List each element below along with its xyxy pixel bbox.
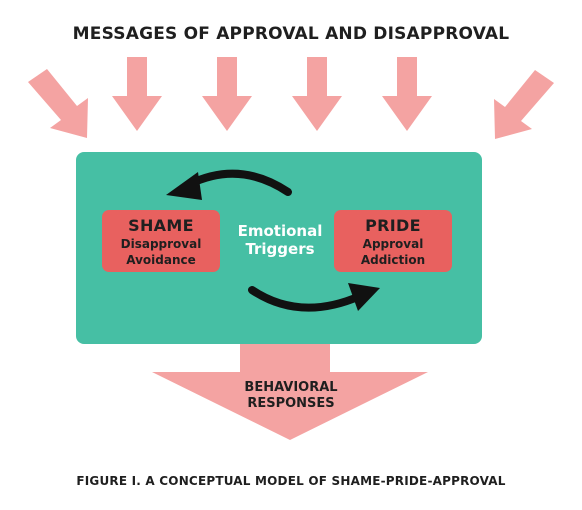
shame-line-2: Avoidance [126,253,196,267]
shame-box: SHAME Disapproval Avoidance [102,210,220,272]
incoming-arrow-2 [112,57,162,131]
cycle-arrow-bottom [248,286,364,312]
incoming-arrow-4 [292,57,342,131]
shame-line-1: Disapproval [120,237,202,251]
center-line-2: Triggers [245,240,315,258]
behavioral-responses-label: BEHAVIORAL RESPONSES [198,380,384,412]
incoming-arrow-5 [382,57,432,131]
cycle-arrow-top [186,169,292,196]
incoming-arrow-1 [28,69,88,138]
pride-line-2: Addiction [360,253,426,267]
pride-box: PRIDE Approval Addiction [334,210,452,272]
output-line-2: RESPONSES [247,396,335,411]
behavioral-output-arrow [152,344,428,440]
figure-caption: FIGURE I. A CONCEPTUAL MODEL OF SHAME-PR… [76,474,506,488]
shame-heading: SHAME [128,216,194,235]
output-line-1: BEHAVIORAL [244,380,338,395]
cycle-arrowhead-bottom [348,283,380,311]
center-line-1: Emotional [237,222,323,240]
pride-line-1: Approval [362,237,424,251]
incoming-arrow-6 [494,70,554,139]
center-label: Emotional Triggers [228,222,332,258]
pride-heading: PRIDE [365,216,421,235]
cycle-arrowhead-top [166,172,202,200]
incoming-arrow-3 [202,57,252,131]
diagram-title: MESSAGES OF APPROVAL AND DISAPPROVAL [72,24,510,44]
